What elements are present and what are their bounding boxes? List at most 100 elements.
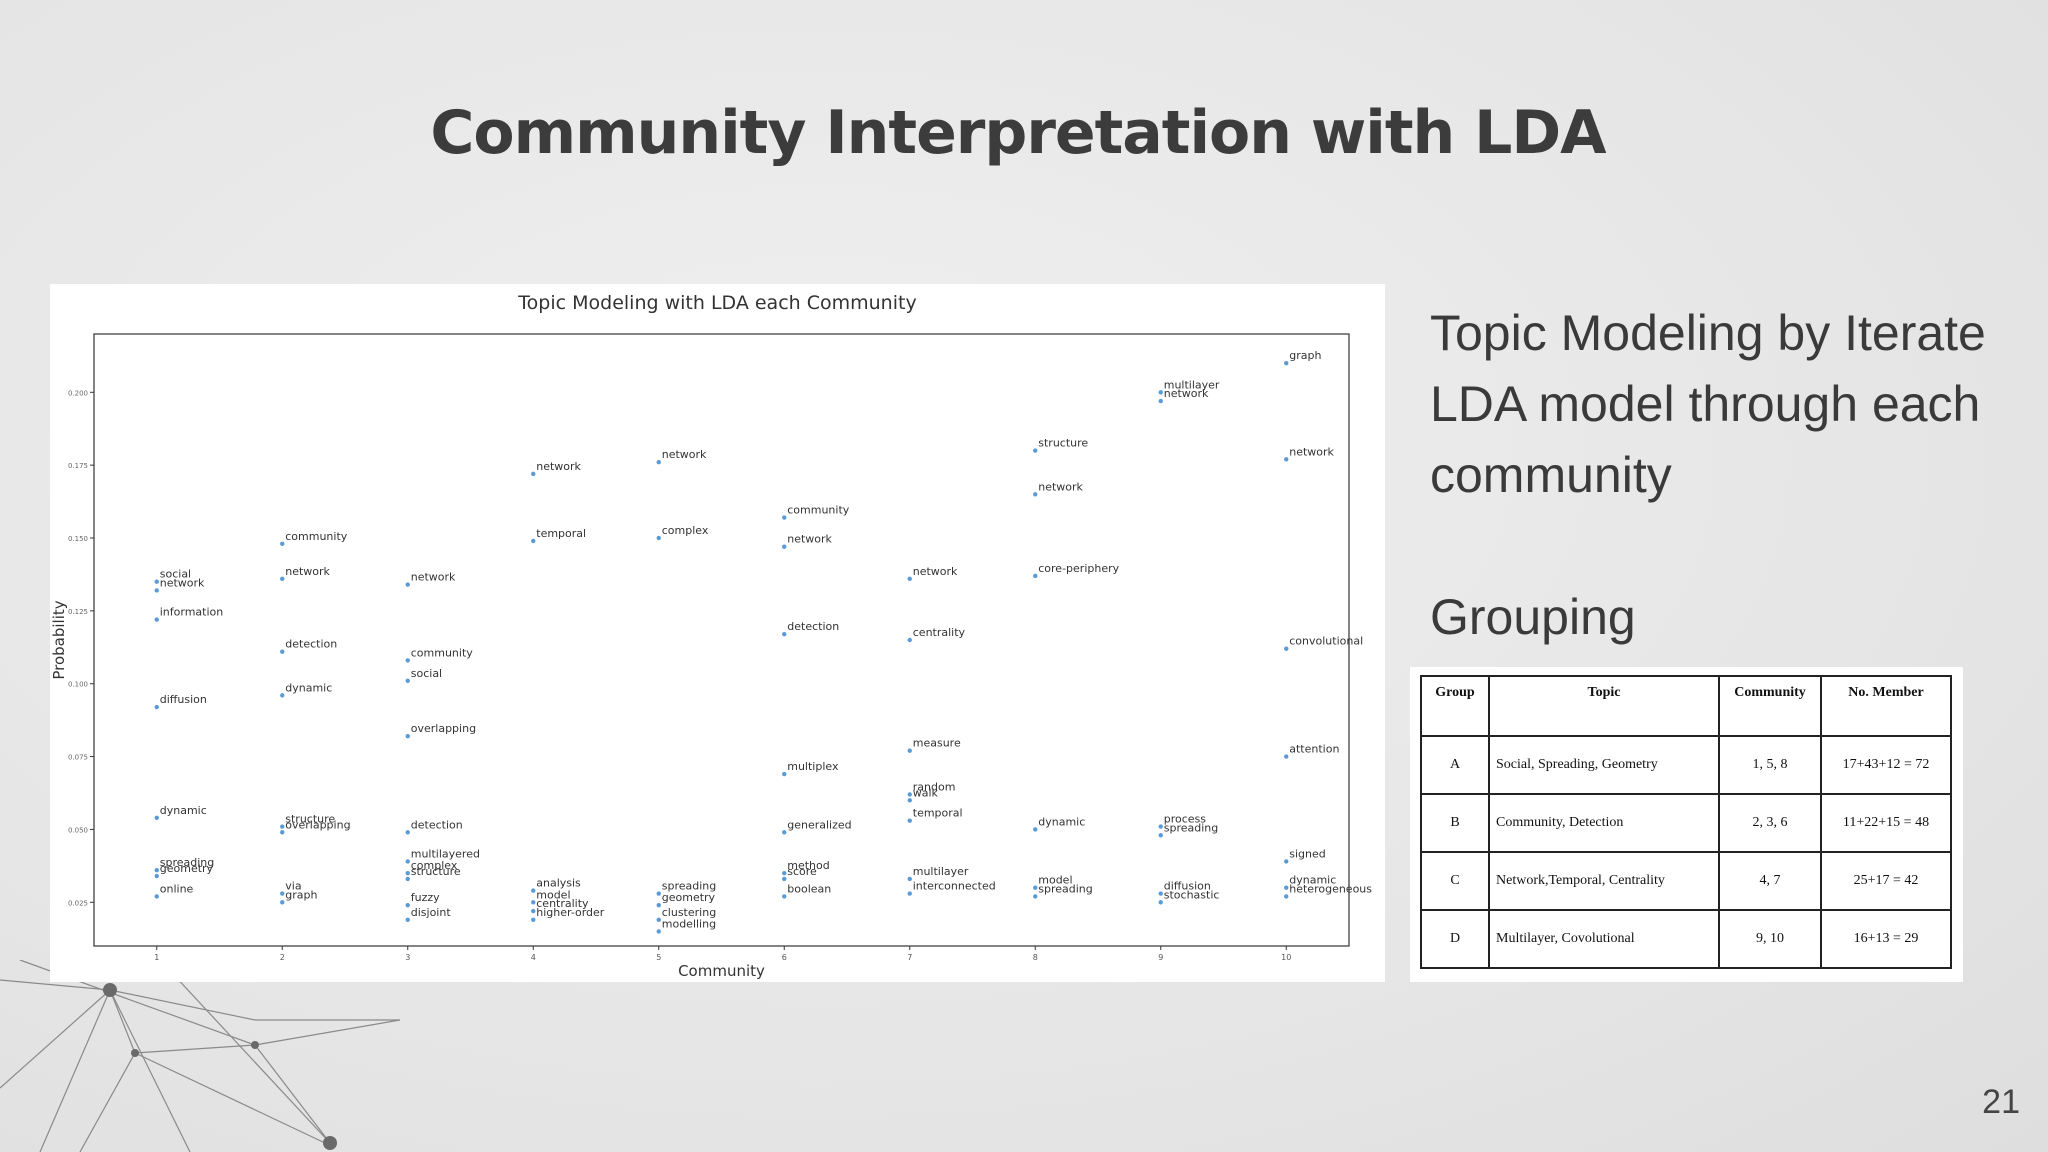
data-point <box>531 908 536 914</box>
slide-description: Topic Modeling by Iterate LDA model thro… <box>1430 305 1986 503</box>
data-point-label: convolutional <box>1289 635 1363 648</box>
cell-group: A <box>1420 735 1490 795</box>
cell-no-member: 16+13 = 29 <box>1820 909 1952 969</box>
grouping-table-panel: Group Topic Community No. Member A Socia… <box>1410 667 1963 982</box>
data-point-label: geometry <box>160 862 214 875</box>
data-point-label: attention <box>1289 743 1339 756</box>
data-point-label: detection <box>285 638 337 651</box>
data-point-label: generalized <box>787 818 851 831</box>
data-point <box>907 798 912 803</box>
data-point-label: network <box>787 533 832 546</box>
data-point-label: spreading <box>1038 882 1093 895</box>
data-point <box>1284 894 1289 899</box>
data-point-label: overlapping <box>411 722 476 735</box>
header-group: Group <box>1420 675 1490 737</box>
x-tick-label: 8 <box>1033 953 1038 962</box>
data-point-label: multilayer <box>1164 378 1220 391</box>
y-tick-label: 0.200 <box>68 389 88 397</box>
data-point <box>405 917 410 922</box>
data-point <box>280 576 285 581</box>
data-point <box>782 870 787 876</box>
data-point <box>280 891 285 896</box>
data-point <box>531 888 536 893</box>
network-decoration <box>0 960 401 1152</box>
data-point <box>1284 859 1289 864</box>
y-tick-label: 0.175 <box>68 462 88 470</box>
data-point <box>656 917 661 922</box>
data-point-label: graph <box>285 888 317 901</box>
data-point-label: core-periphery <box>1038 562 1119 575</box>
data-point <box>782 771 787 777</box>
data-point-label: community <box>285 530 348 543</box>
cell-group: D <box>1420 909 1490 969</box>
plot-frame <box>93 333 1350 947</box>
data-point <box>1033 573 1038 579</box>
data-point <box>154 894 159 899</box>
x-tick-label: 5 <box>656 953 661 962</box>
grouping-heading: Grouping <box>1430 589 1636 645</box>
data-point <box>1158 390 1163 395</box>
data-point <box>1033 894 1038 899</box>
data-point-label: centrality <box>913 626 966 639</box>
data-point <box>907 876 912 882</box>
data-point <box>154 815 159 820</box>
x-tick-label: 2 <box>280 953 285 962</box>
y-tick-label: 0.050 <box>68 826 88 834</box>
data-point-label: score <box>787 865 817 878</box>
data-point-label: dynamic <box>1038 815 1085 828</box>
data-point-label: fuzzy <box>411 891 440 904</box>
data-point-label: boolean <box>787 882 831 895</box>
data-point-label: spreading <box>160 856 215 869</box>
data-point-label: network <box>913 565 958 578</box>
data-point <box>405 733 410 739</box>
y-tick-label: 0.100 <box>68 681 88 689</box>
data-point-label: overlapping <box>285 818 350 831</box>
data-point-label: network <box>662 448 707 461</box>
data-point <box>1284 754 1289 759</box>
x-tick-label: 7 <box>907 953 912 962</box>
data-point <box>656 460 661 465</box>
cell-no-member: 17+43+12 = 72 <box>1820 735 1952 795</box>
data-point <box>907 576 912 581</box>
data-point <box>907 891 912 896</box>
data-point <box>782 876 787 882</box>
cell-no-member: 11+22+15 = 48 <box>1820 793 1952 853</box>
data-point-label: network <box>1289 445 1334 458</box>
data-point <box>782 515 787 520</box>
x-tick-label: 1 <box>154 953 159 962</box>
data-point <box>280 900 285 905</box>
data-point-label: centrality <box>536 897 589 910</box>
data-point-label: structure <box>411 865 461 878</box>
cell-no-member: 25+17 = 42 <box>1820 851 1952 911</box>
data-point-label: random <box>913 780 956 793</box>
data-point-label: network <box>411 571 456 584</box>
data-point-label: multilayer <box>913 865 969 878</box>
data-point <box>1033 448 1038 453</box>
data-point-label: higher-order <box>536 906 605 919</box>
data-point-label: community <box>411 646 474 659</box>
data-point-label: spreading <box>662 880 717 893</box>
data-point-label: detection <box>787 620 839 633</box>
data-point <box>782 631 787 637</box>
x-tick-label: 3 <box>405 953 410 962</box>
cell-group: B <box>1420 793 1490 853</box>
data-point-label: complex <box>662 524 709 537</box>
data-point <box>1158 900 1163 905</box>
data-point <box>154 579 159 584</box>
cell-community: 4, 7 <box>1718 851 1822 911</box>
data-point <box>280 693 285 698</box>
cell-topic: Multilayer, Covolutional <box>1488 909 1720 969</box>
cell-topic: Network,Temporal, Centrality <box>1488 851 1720 911</box>
table-row: D Multilayer, Covolutional 9, 10 16+13 =… <box>1420 909 1952 969</box>
y-axis-label: Probability <box>50 600 68 679</box>
data-point-label: via <box>285 880 301 893</box>
page-number: 21 <box>1982 1083 2020 1121</box>
y-tick-label: 0.025 <box>68 899 88 907</box>
data-point <box>531 900 536 905</box>
data-point-label: dynamic <box>285 681 332 694</box>
data-point-label: signed <box>1289 847 1326 860</box>
data-point <box>1284 360 1289 366</box>
cell-community: 9, 10 <box>1718 909 1822 969</box>
data-point <box>907 748 912 753</box>
data-point-label: heterogeneous <box>1289 882 1372 895</box>
